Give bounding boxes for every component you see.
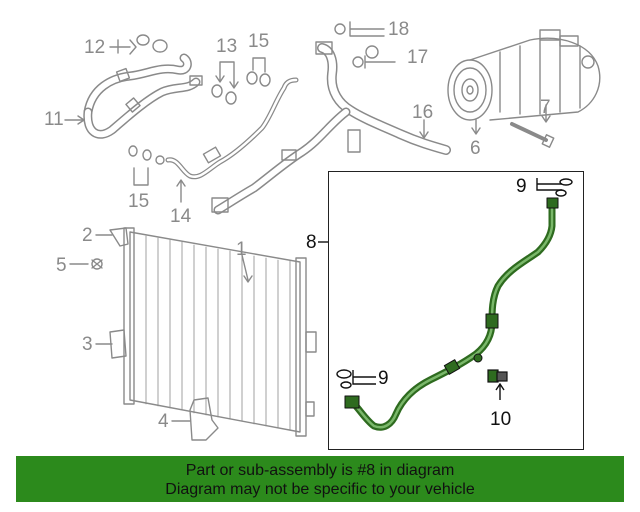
callout-4: 4 [158, 411, 169, 432]
callout-11: 11 [44, 109, 64, 130]
callout-18: 18 [388, 19, 410, 40]
info-banner: Part or sub-assembly is #8 in diagram Di… [16, 456, 624, 502]
seal-rings [128, 23, 379, 161]
bolt-7 [510, 122, 555, 148]
inset-panel [328, 171, 584, 450]
tube-14 [155, 77, 299, 180]
callout-10: 10 [490, 409, 512, 430]
banner-line-part: Part or sub-assembly is #8 in diagram [185, 462, 455, 479]
callout-17: 17 [407, 47, 429, 68]
brackets [91, 227, 219, 441]
inset-leaders [318, 178, 573, 400]
hose-8-highlighted [344, 197, 559, 431]
callout-8: 8 [306, 232, 317, 253]
pipe-16 [211, 41, 451, 215]
banner-line-disclaimer: Diagram may not be specific to your vehi… [165, 481, 475, 498]
compressor-6 [447, 29, 601, 121]
hose-11 [83, 53, 203, 139]
callout-5: 5 [56, 255, 67, 276]
callout-9-top: 9 [516, 176, 527, 197]
callout-16: 16 [412, 102, 434, 123]
callout-15-left: 15 [128, 191, 150, 212]
condenser-1 [123, 227, 317, 437]
callout-2: 2 [82, 225, 93, 246]
callout-12: 12 [84, 37, 106, 58]
callout-3: 3 [82, 334, 93, 355]
callout-6: 6 [470, 138, 481, 159]
parts-diagram [64, 21, 601, 441]
valve-10 [487, 369, 508, 383]
callout-7: 7 [540, 97, 551, 118]
callout-13: 13 [216, 36, 238, 57]
callout-15-top: 15 [248, 31, 270, 52]
callout-9-bottom: 9 [378, 368, 389, 389]
callout-1: 1 [236, 239, 247, 260]
callout-14: 14 [170, 206, 192, 227]
